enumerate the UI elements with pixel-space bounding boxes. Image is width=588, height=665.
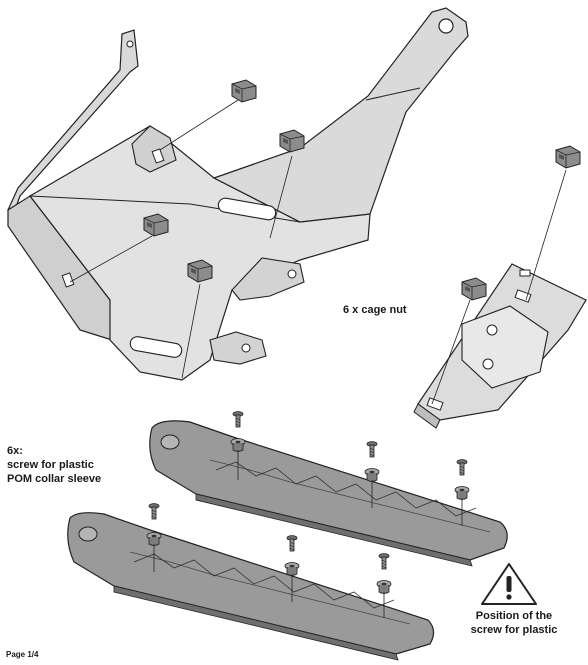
small-bracket (413, 263, 587, 429)
screw-position-line-2: screw for plastic (470, 624, 558, 636)
plastic-rail-upper (149, 420, 508, 567)
screw-label: 6x: screw for plastic POM collar sleeve (7, 444, 137, 486)
page-number: Page 1/4 (6, 650, 39, 659)
cage-nuts (69, 79, 581, 405)
screw-label-line-1: screw for plastic (7, 459, 94, 471)
screw-label-line-2: POM collar sleeve (7, 473, 102, 485)
mounting-bracket (7, 7, 469, 381)
plastic-rail-lower (67, 512, 435, 661)
screws-and-sleeves (146, 411, 470, 618)
warning-triangle-icon (481, 563, 537, 605)
cage-nut-label: 6 x cage nut (343, 304, 407, 316)
screw-position-label: Position of the screw for plastic (458, 609, 570, 637)
screw-label-heading: 6x: (7, 445, 23, 457)
screw-position-line-1: Position of the (475, 610, 553, 622)
